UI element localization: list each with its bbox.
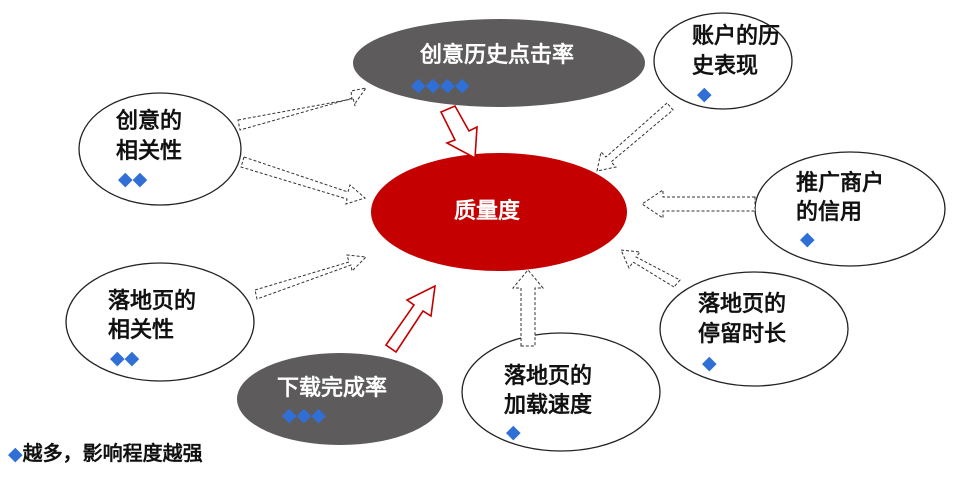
center-label: 质量度 [454,199,521,224]
arrow-creative-relevance [237,87,368,131]
node-label-advertiser-credit-2: 的信用 [796,200,863,225]
arrow-landing-relevance [254,254,368,300]
node-label-landing-relevance-1: 落地页的 [108,289,197,314]
node-shape-download-completion [237,353,443,445]
arrow-landing-load-speed [511,269,545,347]
arrow-creative-ctr [439,104,478,160]
node-shape-account-history [653,12,793,110]
node-label-creative-relevance-1: 创意的 [116,109,183,134]
node-label-landing-relevance-2: 相关性 [108,318,175,343]
node-shape-landing-relevance [65,262,255,382]
node-label-creative-ctr: 创意历史点击率 [420,43,575,68]
node-label-landing-load-speed-2: 加载速度 [504,393,593,418]
node-diamonds-creative-ctr: ◆◆◆◆ [411,74,470,96]
node-diamonds-creative-relevance: ◆◆ [118,168,148,190]
legend-diamond-icon: ◆ [8,443,23,465]
node-shape-landing-dwell [659,271,849,387]
node-diamonds-landing-load-speed: ◆ [506,421,521,443]
node-label-account-history-1: 账户的历 [692,24,781,49]
node-diamonds-landing-relevance: ◆◆ [110,347,140,369]
arrow-advertiser-credit [641,189,756,219]
node-label-landing-dwell-1: 落地页的 [698,292,787,317]
node-diamonds-account-history: ◆ [697,83,712,105]
node-label-account-history-2: 史表现 [692,54,759,79]
node-shape-creative-ctr [353,19,645,107]
node-shape-landing-load-speed [461,332,661,452]
arrow-landing-dwell [620,249,681,288]
arrow-download-completion [384,284,436,354]
arrow-account-history [596,102,674,172]
legend: ◆越多，影响程度越强 [8,441,203,465]
node-label-creative-relevance-2: 相关性 [116,139,183,164]
center-shape [371,153,627,271]
node-label-advertiser-credit-1: 推广商户 [796,171,885,196]
node-diamonds-download-completion: ◆◆◆ [282,404,326,426]
node-label-landing-dwell-2: 停留时长 [698,322,787,347]
node-shape-creative-relevance [78,92,242,206]
node-label-download-completion: 下载完成率 [277,376,388,401]
legend-text: 越多，影响程度越强 [22,441,203,465]
arrow-creative-relevance-core [240,156,367,205]
node-diamonds-landing-dwell: ◆ [702,352,717,374]
node-label-landing-load-speed-1: 落地页的 [504,364,593,389]
node-diamonds-advertiser-credit: ◆ [800,228,815,250]
